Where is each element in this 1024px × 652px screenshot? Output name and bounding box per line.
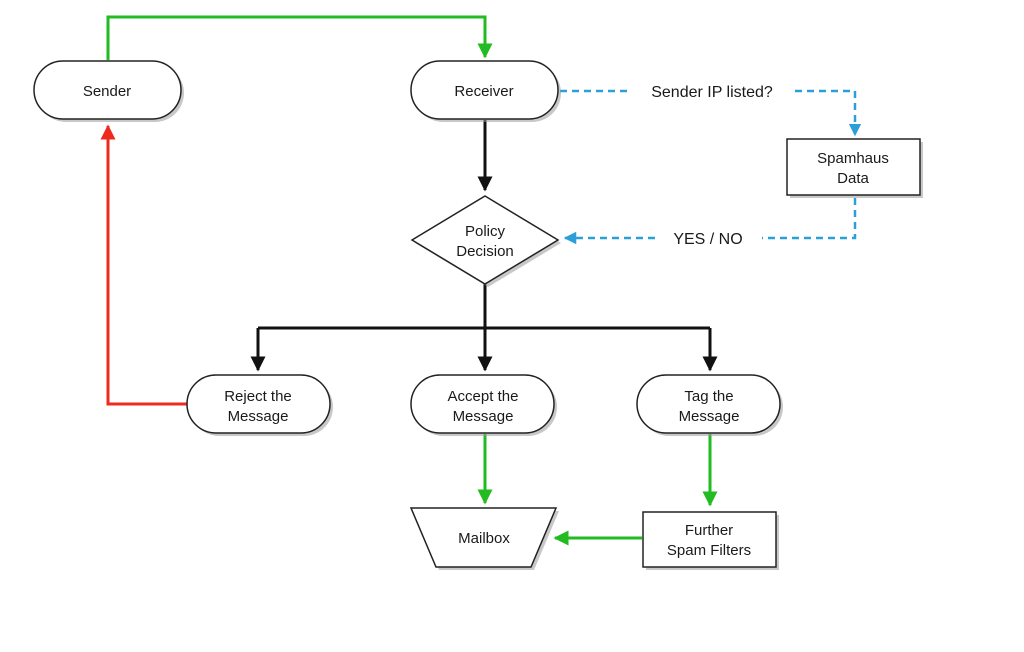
node-tag-line2: Message [679, 408, 740, 425]
edge-label-answer: YES / NO [673, 231, 742, 248]
node-further-line1: Further [685, 522, 733, 539]
node-sender-label: Sender [83, 83, 131, 100]
node-further-line2: Spam Filters [667, 542, 751, 559]
node-policy-line2: Decision [456, 243, 514, 260]
node-accept-line1: Accept the [448, 388, 519, 405]
node-accept-message: Accept the Message [410, 374, 557, 436]
node-tag-line1: Tag the [684, 388, 733, 405]
node-reject-line2: Message [228, 408, 289, 425]
edge-receiver-to-spamhaus-right [795, 89, 862, 137]
node-receiver: Receiver [410, 60, 561, 122]
node-accept-line2: Message [453, 408, 514, 425]
node-policy-decision: Policy Decision [410, 195, 561, 287]
node-reject-line1: Reject the [224, 388, 292, 405]
edge-label-ip-query: Sender IP listed? [651, 84, 773, 101]
node-mailbox: Mailbox [409, 507, 559, 570]
node-reject-message: Reject the Message [186, 374, 333, 436]
node-mailbox-label: Mailbox [458, 530, 510, 547]
edge-spamhaus-to-policy-right [762, 198, 857, 240]
node-spamhaus-line1: Spamhaus [817, 150, 889, 167]
node-tag-message: Tag the Message [636, 374, 783, 436]
node-spamhaus-line2: Data [837, 170, 869, 187]
node-sender: Sender [33, 60, 184, 122]
node-further-spam-filters: Further Spam Filters [642, 511, 779, 570]
node-spamhaus-data: Spamhaus Data [786, 138, 923, 198]
edge-reject-to-sender [100, 124, 187, 406]
edge-sender-to-receiver [106, 15, 493, 60]
node-receiver-label: Receiver [454, 83, 513, 100]
node-policy-line1: Policy [465, 223, 506, 240]
